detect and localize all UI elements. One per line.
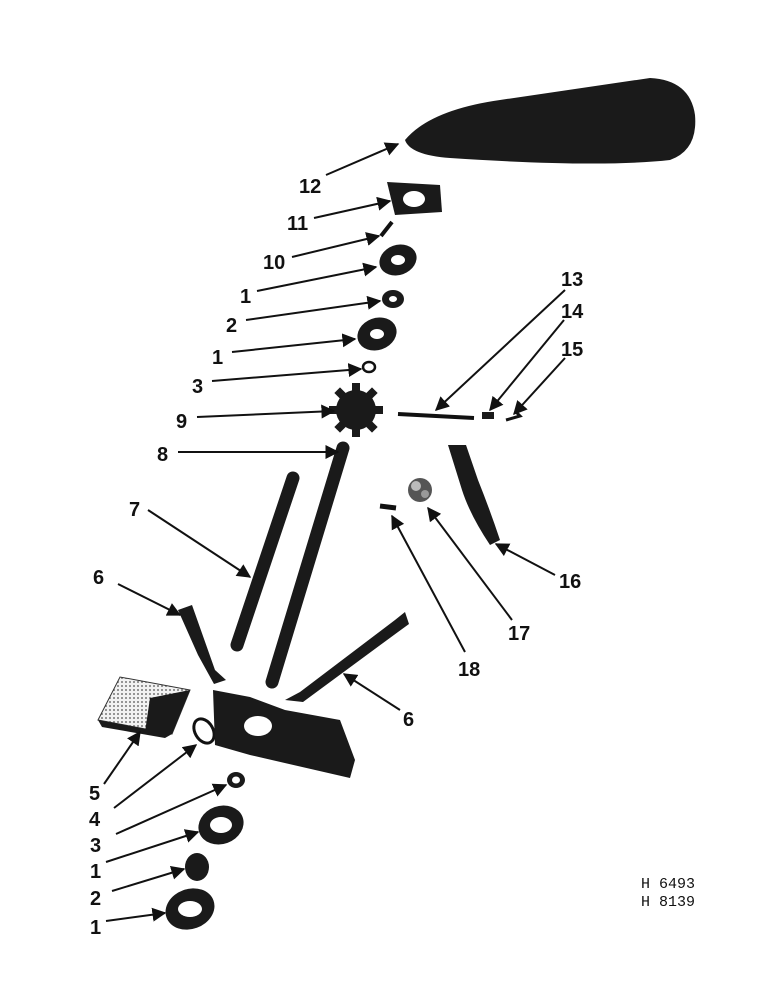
reference-number-1: H 6493	[641, 876, 695, 893]
callout-6b: 6	[403, 709, 414, 731]
leader-9	[196, 404, 336, 419]
nut	[482, 412, 494, 419]
leader-11	[313, 196, 392, 219]
leader-17	[427, 506, 513, 621]
mesh-guard	[97, 676, 191, 738]
callout-14: 14	[561, 301, 584, 323]
callout-6a: 6	[93, 567, 104, 589]
callout-1c: 1	[90, 861, 101, 883]
leader-2a	[245, 295, 382, 321]
leader-12	[325, 142, 400, 176]
leader-14	[489, 319, 565, 412]
leader-6b	[342, 673, 401, 711]
link-right	[285, 612, 409, 702]
leader-10	[291, 232, 381, 258]
leader-16	[494, 543, 556, 576]
leader-1d	[105, 907, 167, 922]
link-left	[178, 605, 226, 684]
spacer-upper	[382, 290, 404, 308]
callout-7: 7	[129, 499, 140, 521]
leader-6a	[117, 583, 182, 616]
spacer-lower	[185, 853, 209, 881]
small-ring-lower	[227, 772, 245, 788]
callout-18: 18	[458, 659, 480, 681]
callout-8: 8	[157, 444, 168, 466]
callout-11: 11	[287, 213, 308, 235]
reference-number-2: H 8139	[641, 894, 695, 911]
rod	[397, 412, 475, 420]
callout-2b: 2	[90, 888, 101, 910]
handle-grip	[405, 78, 696, 164]
callout-17: 17	[508, 623, 530, 645]
shaft	[230, 471, 300, 652]
small-bolt	[379, 503, 397, 511]
leader-15	[513, 357, 566, 416]
callout-3b: 3	[90, 835, 101, 857]
leader-13	[434, 289, 566, 411]
callout-2a: 2	[226, 315, 237, 337]
callout-1b: 1	[212, 347, 223, 369]
leader-18	[391, 514, 466, 653]
callout-12: 12	[299, 176, 321, 198]
leader-1a	[256, 262, 378, 292]
leader-7	[147, 509, 252, 578]
leader-3b	[115, 783, 228, 835]
leader-1b	[231, 333, 357, 353]
leader-4	[113, 744, 198, 809]
callout-3a: 3	[192, 376, 203, 398]
bent-bracket	[448, 445, 500, 545]
callout-16: 16	[559, 571, 581, 593]
base-bracket	[213, 690, 355, 778]
leader-5	[103, 730, 141, 785]
callout-1a: 1	[240, 286, 251, 308]
callout-10: 10	[263, 252, 285, 274]
washer-upper-1	[379, 244, 417, 276]
ring	[192, 717, 216, 745]
callout-1d: 1	[90, 917, 101, 939]
leader-1c	[105, 829, 200, 863]
cotter-pin	[505, 410, 523, 422]
gear	[329, 383, 383, 437]
callout-13: 13	[561, 269, 583, 291]
leader-2b	[111, 865, 186, 892]
spring-ball	[408, 478, 432, 502]
callout-15: 15	[561, 339, 583, 361]
washer-upper-2	[357, 317, 397, 351]
callout-5: 5	[89, 783, 100, 805]
small-ring-upper	[361, 360, 377, 374]
washer-lower-1	[198, 805, 244, 845]
leader-3a	[211, 363, 363, 382]
washer-lower-2	[165, 888, 215, 930]
bracket-plate	[387, 182, 442, 215]
callout-4: 4	[89, 809, 101, 831]
long-shaft	[265, 441, 350, 689]
pin	[379, 220, 394, 238]
callout-9: 9	[176, 411, 187, 433]
